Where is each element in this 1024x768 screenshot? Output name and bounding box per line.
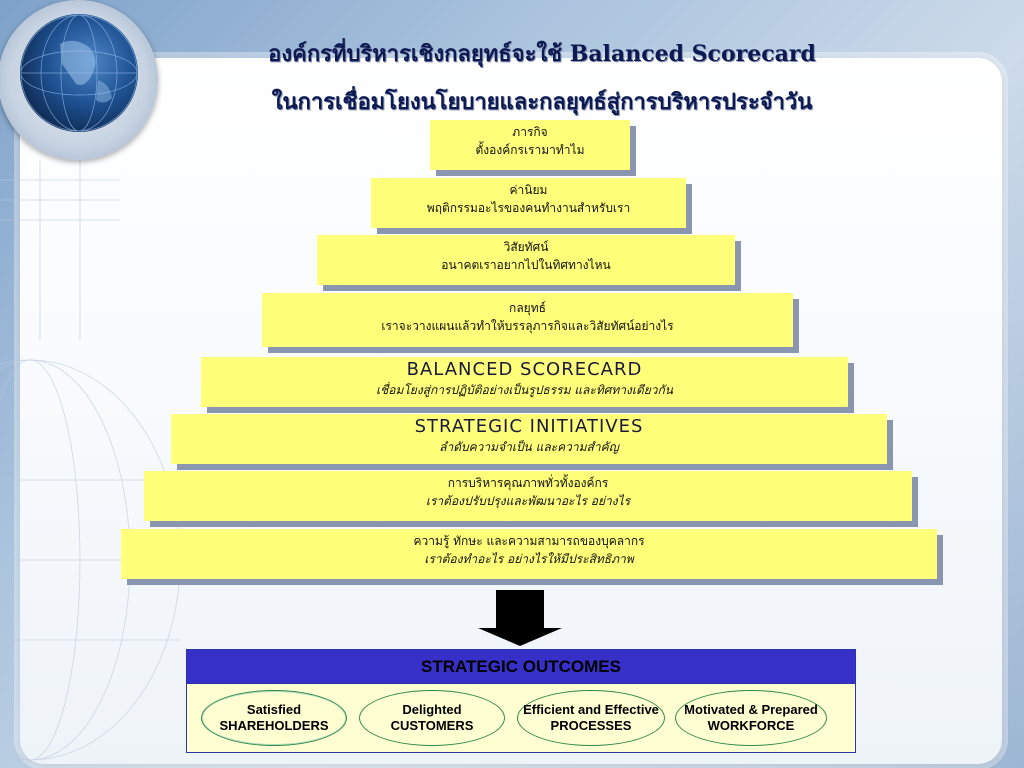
outcome-customers: Delighted CUSTOMERS — [359, 690, 505, 746]
outcome-line-2: PROCESSES — [550, 718, 632, 733]
pyramid-tier-vision: วิสัยทัศน์ อนาคตเราอยากไปในทิศทางไหน — [317, 235, 735, 285]
globe-frame — [0, 0, 158, 160]
tier-description: อนาคตเราอยากไปในทิศทางไหน — [441, 258, 611, 272]
tier-heading: วิสัยทัศน์ — [503, 240, 549, 254]
tier-description: ตั้งองค์กรเรามาทำไม — [475, 143, 585, 157]
outcome-line-1: Delighted — [402, 702, 462, 717]
arrow-head — [478, 628, 562, 646]
tier-heading: การบริหารคุณภาพทั่วทั้งองค์กร — [447, 476, 609, 490]
tier-description: เราต้องทำอะไร อย่างไรให้มีประสิทธิภาพ — [424, 552, 634, 566]
strategic-outcomes-header: STRATEGIC OUTCOMES — [187, 650, 855, 684]
tier-description: ลำดับความจำเป็น และความสำคัญ — [439, 440, 619, 454]
tier-heading: ความรู้ ทักษะ และความสามารถของบุคลากร — [413, 534, 645, 548]
outcome-line-1: Motivated & Prepared — [684, 702, 818, 717]
tier-description: พฤติกรรมอะไรของคนทำงานสำหรับเรา — [426, 201, 631, 215]
outcome-line-2: WORKFORCE — [707, 718, 795, 733]
page-title-line-2: ในการเชื่อมโยงนโยบายและกลยุทธ์สู่การบริห… — [271, 89, 813, 115]
pyramid-tier-quality-management: การบริหารคุณภาพทั่วทั้งองค์กร เราต้องปรั… — [144, 471, 912, 521]
pyramid-tier-balanced-scorecard: BALANCED SCORECARD เชื่อมโยงสู่การปฏิบัต… — [201, 357, 848, 407]
tier-description: เชื่อมโยงสู่การปฏิบัติอย่างเป็นรูปธรรม แ… — [375, 383, 674, 397]
pyramid-tier-workforce-capability: ความรู้ ทักษะ และความสามารถของบุคลากร เร… — [121, 529, 937, 579]
pyramid-tier-strategy: กลยุทธ์ เราจะวางแผนแล้วทำให้บรรลุภารกิจแ… — [262, 293, 793, 347]
outcome-line-1: Efficient and Effective — [523, 702, 659, 717]
tier-description: เราต้องปรับปรุงและพัฒนาอะไร อย่างไร — [425, 494, 631, 508]
tier-heading: BALANCED SCORECARD — [406, 359, 643, 380]
background-panel — [20, 58, 1002, 764]
tier-heading: กลยุทธ์ — [509, 301, 546, 315]
outcome-line-1: Satisfied — [246, 702, 302, 717]
pyramid-tier-mission: ภารกิจ ตั้งองค์กรเรามาทำไม — [430, 120, 630, 170]
strategic-outcomes-panel: STRATEGIC OUTCOMES Satisfied SHAREHOLDER… — [186, 649, 856, 753]
arrow-stem — [496, 590, 544, 628]
tier-heading: ภารกิจ — [512, 125, 548, 139]
tier-description: เราจะวางแผนแล้วทำให้บรรลุภารกิจและวิสัยท… — [381, 319, 674, 333]
page-title-line-1: องค์กรที่บริหารเชิงกลยุทธ์จะใช้ Balanced… — [268, 41, 816, 67]
outcome-workforce: Motivated & Prepared WORKFORCE — [675, 690, 827, 746]
outcome-line-2: SHAREHOLDERS — [219, 718, 329, 733]
outcome-line-2: CUSTOMERS — [390, 718, 474, 733]
outcome-shareholders: Satisfied SHAREHOLDERS — [201, 690, 347, 746]
outcome-processes: Efficient and Effective PROCESSES — [517, 690, 665, 746]
tier-heading: STRATEGIC INITIATIVES — [414, 416, 644, 437]
pyramid-tier-strategic-initiatives: STRATEGIC INITIATIVES ลำดับความจำเป็น แล… — [171, 414, 887, 464]
globe-icon — [20, 14, 138, 132]
tier-heading: ค่านิยม — [509, 183, 548, 197]
pyramid-tier-values: ค่านิยม พฤติกรรมอะไรของคนทำงานสำหรับเรา — [371, 178, 686, 228]
